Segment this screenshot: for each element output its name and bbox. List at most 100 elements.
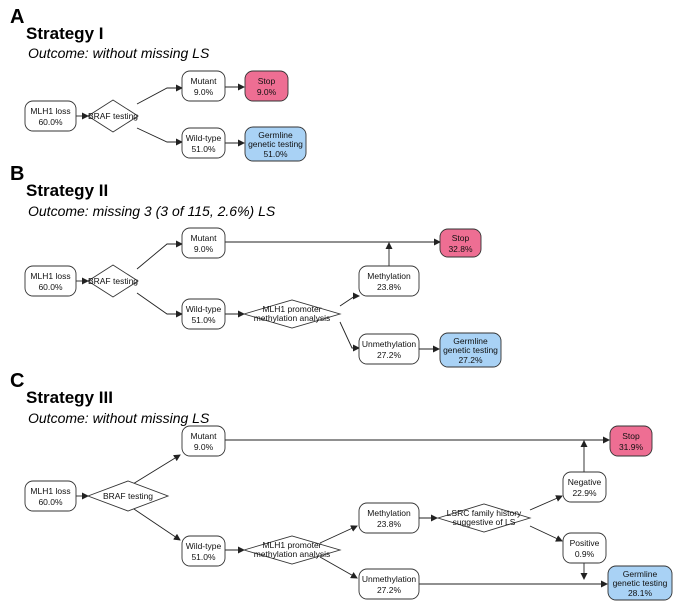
strategy-title-c: Strategy III — [26, 388, 113, 407]
panel-letter-a: A — [10, 6, 24, 28]
node-c-promoter-line2: methylation analysis — [254, 549, 331, 559]
node-c-stop-line1: Stop — [622, 431, 640, 441]
node-b-promoter-analysis: MLH1 promoter methylation analysis — [242, 299, 342, 329]
node-b-mutant: Mutant 9.0% — [181, 227, 226, 259]
node-c-meth-line1: Methylation — [367, 508, 411, 518]
panel-a: A Strategy I Outcome: without missing LS… — [10, 6, 307, 162]
edge-a-braf-wild — [136, 127, 183, 146]
node-c-mutant-line1: Mutant — [191, 431, 218, 441]
node-c-germ-line3: 28.1% — [628, 588, 653, 598]
node-c-wild-type: Wild-type 51.0% — [181, 535, 226, 567]
node-a-braf-testing: BRAF testing — [87, 99, 139, 133]
node-c-stop: Stop 31.9% — [609, 425, 653, 457]
node-b-braf-testing: BRAF testing — [87, 264, 139, 298]
node-b-unmeth-line2: 27.2% — [377, 350, 402, 360]
node-b-wild-line1: Wild-type — [186, 304, 222, 314]
edge-b-promoter-unmeth — [339, 321, 360, 352]
panel-b: B Strategy II Outcome: missing 3 (3 of 1… — [10, 163, 502, 368]
node-a-germ-line3: 51.0% — [263, 149, 288, 159]
panel-c: C Strategy III Outcome: without missing … — [10, 370, 673, 601]
node-b-stop-line1: Stop — [452, 233, 470, 243]
node-a-stop-line2: 9.0% — [257, 87, 277, 97]
node-b-methylation: Methylation 23.8% — [358, 265, 420, 297]
node-c-positive: Positive 0.9% — [562, 532, 607, 564]
node-c-unmethylation: Unmethylation 27.2% — [358, 568, 420, 600]
node-c-positive-line2: 0.9% — [575, 549, 595, 559]
node-a-germ-line2: genetic testing — [248, 139, 303, 149]
node-b-germ-line3: 27.2% — [458, 355, 483, 365]
node-a-wild-line2: 51.0% — [191, 144, 216, 154]
edge-b-braf-mutant — [136, 240, 183, 270]
node-b-unmeth-line1: Unmethylation — [362, 339, 417, 349]
outcome-c: Outcome: without missing LS — [28, 410, 210, 426]
node-b-meth-line2: 23.8% — [377, 282, 402, 292]
edge-c-promoter-meth — [319, 525, 358, 544]
node-c-lsrc-line2: suggestive of LS — [453, 517, 516, 527]
node-c-promoter-line1: MLH1 promoter — [262, 540, 321, 550]
node-c-mlh1-loss: MLH1 loss 60.0% — [24, 480, 77, 512]
edge-c-braf-wild — [127, 504, 181, 541]
node-a-mutant-line2: 9.0% — [194, 87, 214, 97]
node-a-wild-line1: Wild-type — [186, 133, 222, 143]
node-c-wild-line1: Wild-type — [186, 541, 222, 551]
panel-letter-b: B — [10, 163, 24, 185]
node-c-negative: Negative 22.9% — [562, 471, 607, 503]
node-b-wild-type: Wild-type 51.0% — [181, 298, 226, 330]
node-b-germline: Germline genetic testing 27.2% — [439, 332, 502, 368]
node-c-meth-line2: 23.8% — [377, 519, 402, 529]
node-b-mutant-line1: Mutant — [191, 233, 218, 243]
node-a-braf-label: BRAF testing — [88, 111, 138, 121]
node-c-unmeth-line1: Unmethylation — [362, 574, 417, 584]
node-c-negative-line1: Negative — [568, 477, 602, 487]
node-c-promoter-analysis: MLH1 promoter methylation analysis — [242, 535, 342, 565]
node-c-braf-label: BRAF testing — [103, 491, 153, 501]
node-c-mutant-line2: 9.0% — [194, 442, 214, 452]
node-a-mlh1-loss: MLH1 loss 60.0% — [24, 100, 77, 132]
node-b-stop-line2: 32.8% — [448, 244, 473, 254]
node-b-meth-line1: Methylation — [367, 271, 411, 281]
panel-letter-c: C — [10, 370, 24, 392]
node-a-wild-type: Wild-type 51.0% — [181, 127, 226, 159]
outcome-b: Outcome: missing 3 (3 of 115, 2.6%) LS — [28, 203, 276, 219]
node-c-positive-line1: Positive — [570, 538, 600, 548]
node-a-mlh1-line2: 60.0% — [38, 117, 63, 127]
edge-c-braf-mutant — [127, 454, 181, 488]
node-c-mlh1-line2: 60.0% — [38, 497, 63, 507]
node-b-wild-line2: 51.0% — [191, 315, 216, 325]
node-c-unmeth-line2: 27.2% — [377, 585, 402, 595]
node-c-germ-line1: Germline — [623, 569, 658, 579]
strategy-title-b: Strategy II — [26, 181, 108, 200]
node-b-unmethylation: Unmethylation 27.2% — [358, 333, 420, 365]
node-a-mutant-line1: Mutant — [191, 76, 218, 86]
node-a-mutant: Mutant 9.0% — [181, 70, 226, 102]
node-c-mlh1-line1: MLH1 loss — [30, 486, 70, 496]
node-c-lsrc-family-history: LSRC family history suggestive of LS — [436, 503, 532, 533]
node-c-braf-testing: BRAF testing — [86, 480, 170, 512]
node-b-promoter-line2: methylation analysis — [254, 313, 331, 323]
node-b-mutant-line2: 9.0% — [194, 244, 214, 254]
edge-c-lsrc-negative — [529, 495, 563, 511]
node-c-wild-line2: 51.0% — [191, 552, 216, 562]
node-b-braf-label: BRAF testing — [88, 276, 138, 286]
node-a-germ-line1: Germline — [258, 130, 293, 140]
node-c-germ-line2: genetic testing — [613, 578, 668, 588]
node-b-mlh1-loss: MLH1 loss 60.0% — [24, 265, 77, 297]
edge-b-braf-wild — [136, 292, 183, 318]
edge-a-braf-mutant — [136, 84, 183, 105]
node-a-stop-line1: Stop — [258, 76, 276, 86]
node-b-germ-line2: genetic testing — [443, 345, 498, 355]
node-c-lsrc-line1: LSRC family history — [447, 508, 522, 518]
node-a-stop: Stop 9.0% — [244, 70, 289, 102]
edge-b-promoter-meth — [339, 292, 360, 307]
node-a-germline: Germline genetic testing 51.0% — [244, 126, 307, 162]
node-b-germ-line1: Germline — [453, 336, 488, 346]
node-c-methylation: Methylation 23.8% — [358, 502, 420, 534]
node-b-promoter-line1: MLH1 promoter — [262, 304, 321, 314]
node-c-negative-line2: 22.9% — [572, 488, 597, 498]
edge-c-lsrc-positive — [529, 525, 563, 542]
node-b-mlh1-line2: 60.0% — [38, 282, 63, 292]
node-c-germline: Germline genetic testing 28.1% — [607, 565, 673, 601]
outcome-a: Outcome: without missing LS — [28, 45, 210, 61]
node-a-mlh1-line1: MLH1 loss — [30, 106, 70, 116]
